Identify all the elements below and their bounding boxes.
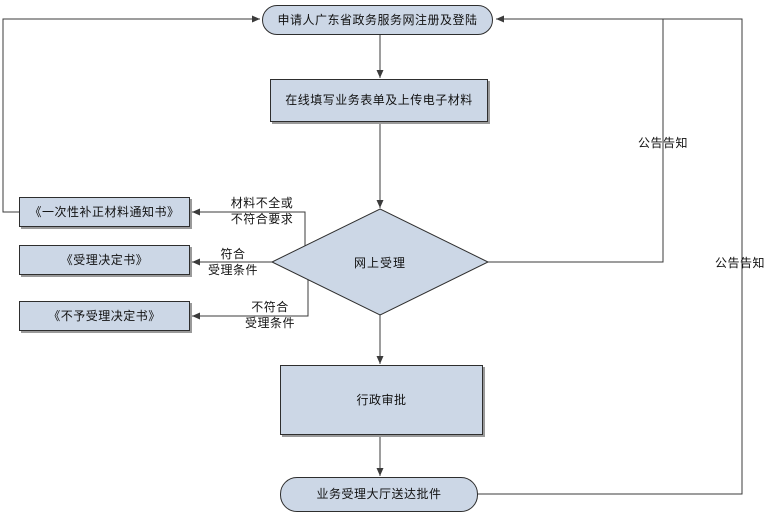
node-online-accept-label: 网上受理 [353,255,406,270]
edge-label-incomplete-line2: 不符合要求 [230,212,294,226]
edge-label-unqualified-line1: 不符合 [251,300,289,314]
node-fill-form: 在线填写业务表单及上传电子材料 [270,79,488,122]
edge-label-announce-2: 公告告知 [714,256,765,270]
node-notice-supplement-label: 《一次性补正材料通知书》 [29,204,180,219]
node-approval-label: 行政审批 [356,392,407,407]
edge-label-unqualified-line2: 受理条件 [244,316,295,330]
node-register-label: 申请人广东省政务服务网注册及登陆 [277,12,478,27]
edge-label-qualified-line2: 受理条件 [207,263,258,277]
edge-label-unqualified: 不符合 受理条件 [232,299,308,331]
node-online-accept: 网上受理 [272,209,488,315]
edge-accept-to-rejection [192,280,309,320]
node-notice-supplement: 《一次性补正材料通知书》 [19,197,190,227]
edge-accept-announce-line [488,19,664,263]
node-online-accept-shape [270,208,490,316]
node-approval: 行政审批 [280,365,483,435]
node-delivery: 业务受理大厅送达批件 [280,477,478,512]
edge-delivery-to-register [478,15,743,495]
node-notice-accept: 《受理决定书》 [19,245,190,275]
node-notice-accept-label: 《受理决定书》 [60,252,149,267]
node-delivery-label: 业务受理大厅送达批件 [316,487,442,501]
node-notice-reject-label: 《不予受理决定书》 [48,308,161,323]
edge-label-announce-1: 公告告知 [637,136,688,150]
node-register: 申请人广东省政务服务网注册及登陆 [262,5,493,35]
node-notice-reject: 《不予受理决定书》 [19,301,190,331]
edge-label-qualified: 符合 受理条件 [195,246,271,278]
node-fill-form-label: 在线填写业务表单及上传电子材料 [285,93,473,107]
edge-supplement-to-register [2,15,260,213]
edge-label-incomplete-line1: 材料不全或 [230,196,294,210]
edge-accept-to-supplement [192,208,306,246]
edge-label-incomplete: 材料不全或 不符合要求 [219,195,305,227]
edge-label-qualified-line1: 符合 [220,247,246,261]
